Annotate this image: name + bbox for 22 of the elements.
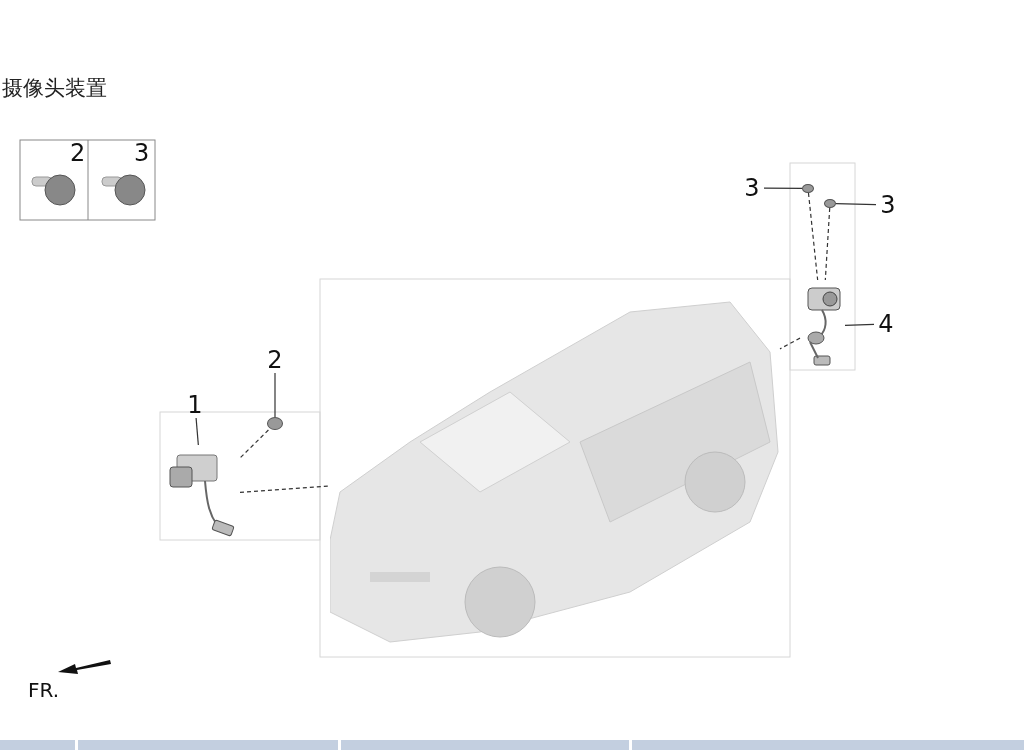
- callout-number: 3: [876, 192, 900, 218]
- dashed-line: [807, 192, 819, 281]
- dashed-line: [824, 207, 831, 281]
- leader-line: [844, 323, 875, 326]
- part-number: 2: [70, 139, 86, 167]
- leader-line: [195, 417, 199, 446]
- leader-line: [274, 372, 276, 418]
- page-title: 摄像头装置: [2, 75, 107, 102]
- screw-head: [267, 417, 283, 430]
- dashed-line: [239, 429, 269, 459]
- dashed-line: [239, 485, 331, 493]
- part-number: 3: [134, 139, 150, 167]
- callout-number: 2: [263, 347, 287, 373]
- callout-number: 1: [183, 392, 207, 418]
- callout-number: 4: [874, 311, 898, 337]
- callout-number: 3: [740, 175, 764, 201]
- dashed-line: [779, 337, 801, 350]
- screw-head: [824, 199, 836, 208]
- leader-line: [763, 187, 803, 190]
- leader-line: [835, 203, 877, 206]
- screw-head: [802, 184, 814, 193]
- direction-label: FR.: [28, 678, 60, 702]
